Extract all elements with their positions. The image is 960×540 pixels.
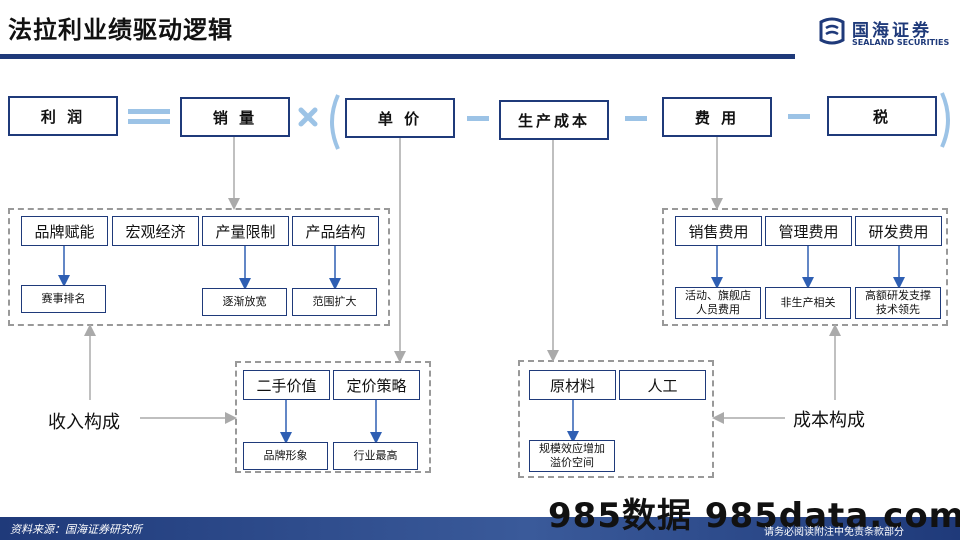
- sub-gradual-relaxation: 逐渐放宽: [202, 288, 287, 316]
- sub-rd-leadership: 高额研发支撑技术领先: [855, 287, 941, 319]
- logo-name-cn: 国海证券: [852, 21, 932, 41]
- factor-production-limit: 产量限制: [202, 216, 289, 246]
- equals-sign-bottom: [128, 119, 170, 124]
- expense-factors-group: [662, 208, 948, 326]
- footer-bar: [0, 517, 960, 540]
- sub-brand-image: 品牌形象: [243, 442, 328, 470]
- logo-name-en: SEALAND SECURITIES: [852, 38, 950, 47]
- page-title: 法拉利业绩驱动逻辑: [8, 16, 233, 44]
- cost-composition-label: 成本构成: [793, 410, 865, 431]
- company-logo: 国海证券 SEALAND SECURITIES: [818, 16, 950, 50]
- source-note: 资料来源：国海证券研究所: [10, 523, 142, 536]
- sub-non-production: 非生产相关: [765, 287, 851, 319]
- sub-race-ranking: 赛事排名: [21, 285, 106, 313]
- disclaimer-note: 请务必阅读附注中免责条款部分: [764, 527, 904, 538]
- multiply-icon: [298, 107, 318, 127]
- factor-pricing-strategy: 定价策略: [333, 370, 420, 400]
- sub-scope-expansion: 范围扩大: [292, 288, 377, 316]
- minus-sign-1: [467, 116, 489, 121]
- header-rule: [0, 54, 795, 59]
- profit-box: 利 润: [8, 96, 118, 136]
- production-cost-box: 生产成本: [499, 100, 609, 140]
- factor-macro: 宏观经济: [112, 216, 199, 246]
- factor-admin-expense: 管理费用: [765, 216, 852, 246]
- grey-connectors: [84, 137, 841, 424]
- factor-labor: 人工: [619, 370, 706, 400]
- factor-brand: 品牌赋能: [21, 216, 108, 246]
- minus-sign-2: [625, 116, 647, 121]
- revenue-composition-label: 收入构成: [48, 412, 120, 433]
- factor-second-hand-value: 二手价值: [243, 370, 330, 400]
- sub-flagship-staff: 活动、旗舰店人员费用: [675, 287, 761, 319]
- right-paren-icon: [940, 92, 950, 148]
- logo-mark-icon: [819, 17, 845, 45]
- left-paren-icon: [330, 94, 340, 150]
- factor-sales-expense: 销售费用: [675, 216, 762, 246]
- tax-box: 税: [827, 96, 937, 136]
- factor-product-structure: 产品结构: [292, 216, 379, 246]
- watermark: 985数据 985data.com: [548, 496, 960, 536]
- sub-scale-effect: 规模效应增加溢价空间: [529, 440, 615, 472]
- blue-arrows: [58, 246, 905, 444]
- factor-raw-materials: 原材料: [529, 370, 616, 400]
- volume-box: 销 量: [180, 97, 290, 137]
- factor-rd-expense: 研发费用: [855, 216, 942, 246]
- sub-industry-highest: 行业最高: [333, 442, 418, 470]
- equals-sign-top: [128, 109, 170, 114]
- unit-price-box: 单 价: [345, 98, 455, 138]
- minus-sign-3: [788, 114, 810, 119]
- volume-factors-group: [8, 208, 390, 326]
- expenses-box: 费 用: [662, 97, 772, 137]
